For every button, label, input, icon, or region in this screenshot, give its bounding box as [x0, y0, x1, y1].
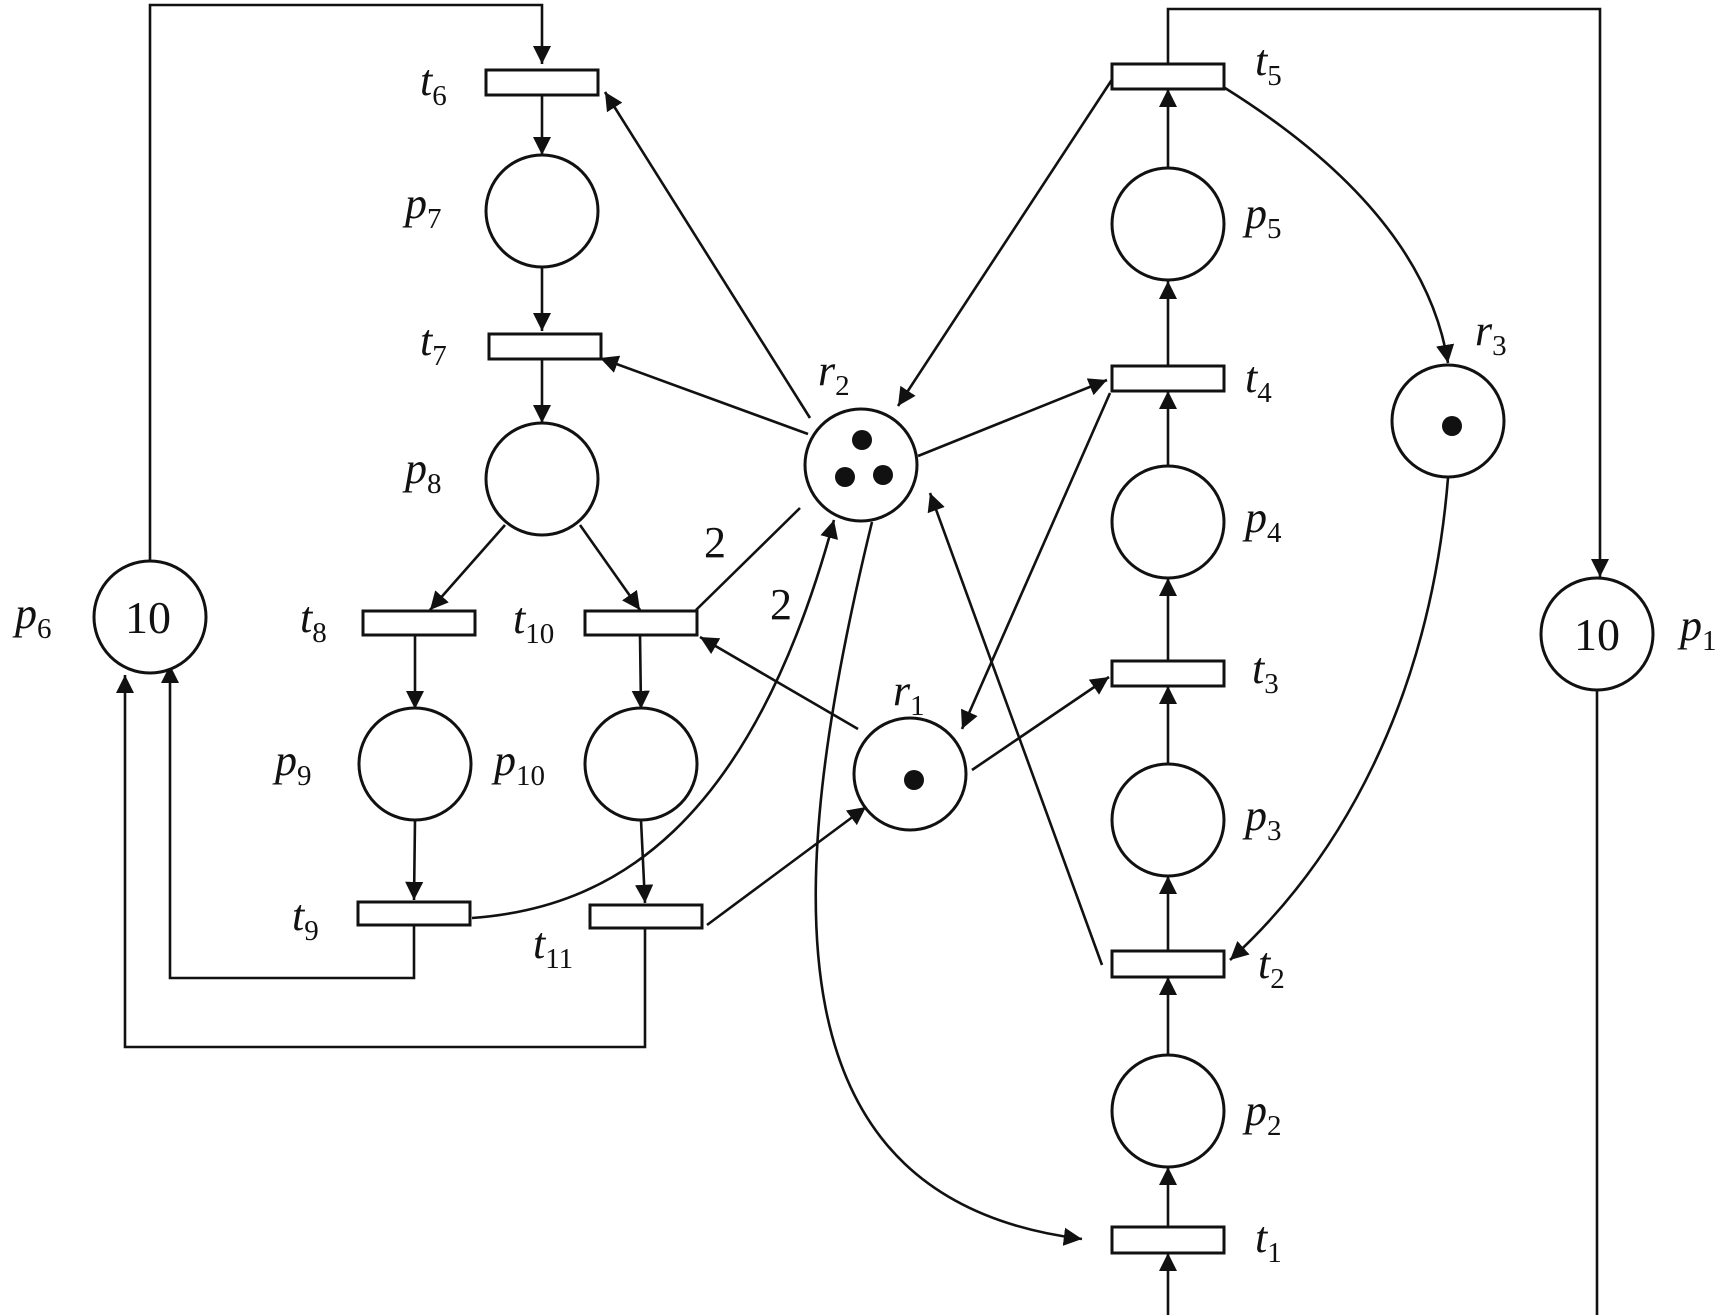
place-p4[interactable] [1110, 464, 1226, 580]
transition-t10[interactable] [583, 609, 699, 637]
arc-p8-t8 [429, 524, 506, 611]
label-p8: p8 [402, 444, 442, 500]
arc-t9-r2 [471, 519, 839, 920]
place-p3[interactable] [1110, 762, 1226, 878]
arc-t5-r2 [896, 77, 1115, 407]
place-p2[interactable] [1110, 1053, 1226, 1169]
tokens: 10 10 [125, 416, 1620, 790]
label-p1: p1 [1677, 601, 1717, 657]
transition-t8[interactable] [361, 609, 477, 637]
transition-t2[interactable] [1110, 949, 1226, 979]
arc-p10-t11 [635, 819, 654, 904]
label-t3: t3 [1252, 644, 1279, 700]
arc-t11-p6 [115, 675, 647, 1049]
arc-r3-t2 [1229, 477, 1450, 961]
label-t11: t11 [533, 919, 573, 975]
arc-p6-t6 [148, 3, 552, 560]
arcs [115, 3, 1610, 1315]
arc-r1-t10 [699, 635, 859, 731]
token-dot-r2-c [873, 465, 893, 485]
arc-t9-p6 [160, 665, 416, 980]
label-p9: p9 [272, 736, 312, 792]
place-p9[interactable] [357, 706, 473, 822]
arc-r2-t4 [917, 378, 1108, 458]
transition-t9[interactable] [356, 900, 472, 927]
weight-r2-t10: 2 [704, 518, 726, 567]
token-dot-r1 [904, 770, 924, 790]
label-p2: p2 [1242, 1086, 1282, 1142]
place-p7[interactable] [484, 153, 600, 269]
label-t9: t9 [292, 891, 319, 947]
transition-t3[interactable] [1110, 659, 1226, 688]
transition-t7[interactable] [487, 332, 603, 361]
label-t1: t1 [1255, 1213, 1282, 1269]
label-r1: r1 [893, 666, 925, 722]
label-r3: r3 [1475, 306, 1507, 362]
transition-t6[interactable] [484, 68, 600, 97]
token-count-p1: 10 [1574, 609, 1620, 660]
places [92, 153, 1655, 1169]
transition-t1[interactable] [1110, 1225, 1226, 1255]
label-p10: p10 [491, 736, 545, 792]
label-r2: r2 [818, 346, 850, 402]
arc-p1-t1 [1158, 690, 1599, 1315]
place-p6[interactable] [92, 559, 208, 675]
arc-r2-t10 [695, 507, 801, 611]
weight-t9-r2: 2 [770, 580, 792, 629]
arc-t2-r2 [927, 492, 1104, 966]
token-dot-r2-a [852, 430, 872, 450]
arc-r2-t1 [814, 521, 1083, 1246]
label-t8: t8 [300, 593, 327, 649]
arc-t5-p1 [1166, 7, 1610, 577]
label-t7: t7 [420, 316, 447, 372]
arc-r1-t3 [971, 675, 1110, 772]
token-dot-r2-b [835, 467, 855, 487]
transition-t11[interactable] [588, 903, 704, 930]
arc-r2-t7 [599, 355, 809, 436]
arc-weights: 2 2 [704, 518, 792, 629]
arc-t11-r1 [706, 805, 867, 927]
token-dot-r3 [1442, 416, 1462, 436]
label-t6: t6 [420, 56, 447, 112]
arc-p9-t9 [405, 819, 424, 901]
arc-t5-r3 [1224, 86, 1455, 364]
place-p8[interactable] [484, 421, 600, 537]
place-r2[interactable] [803, 407, 919, 523]
label-p7: p7 [402, 179, 442, 235]
label-t10: t10 [513, 594, 554, 650]
label-t4: t4 [1245, 353, 1272, 409]
label-t5: t5 [1255, 36, 1282, 92]
transition-t4[interactable] [1110, 364, 1226, 393]
label-p3: p3 [1242, 791, 1282, 847]
arc-r2-t6 [603, 91, 812, 419]
label-t2: t2 [1258, 939, 1285, 995]
place-p5[interactable] [1110, 166, 1226, 282]
label-p5: p5 [1242, 189, 1282, 245]
place-p1[interactable] [1539, 576, 1655, 692]
arc-t10-p10 [631, 634, 650, 710]
token-count-p6: 10 [125, 592, 171, 643]
arc-t4-r1 [960, 392, 1112, 730]
place-p10[interactable] [583, 706, 699, 822]
transition-t5[interactable] [1110, 62, 1226, 91]
label-p4: p4 [1242, 493, 1282, 549]
arc-p8-t10 [578, 524, 642, 611]
label-p6: p6 [12, 589, 52, 645]
labels: p1 p2 p3 p4 p5 p6 p7 p8 p9 p10 r1 r2 r3 … [12, 36, 1717, 1269]
transitions [356, 62, 1226, 1255]
